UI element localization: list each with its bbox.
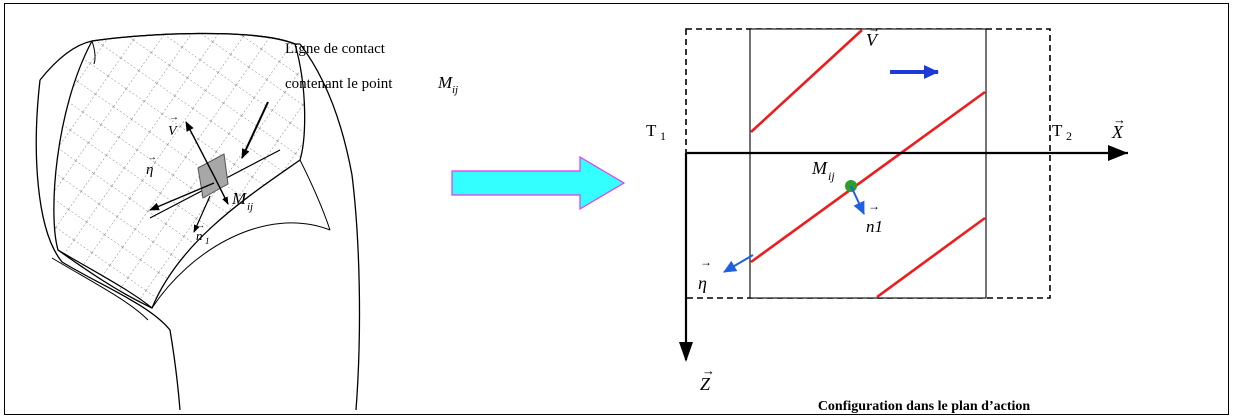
tooth-outline-right xyxy=(299,43,361,411)
svg-text:→: → xyxy=(169,112,179,123)
caption: Configuration dans le plan d’action xyxy=(818,399,1031,414)
left-point-sub: ij xyxy=(247,201,253,213)
contact-zone xyxy=(749,28,987,299)
svg-text:→: → xyxy=(147,152,157,163)
left-n-vector xyxy=(193,195,211,233)
callout-line2: contenant le point xyxy=(285,76,393,92)
svg-text:→: → xyxy=(868,199,880,213)
left-eta-label: η xyxy=(146,162,153,178)
transition-arrow xyxy=(451,155,626,211)
contact-line-1 xyxy=(750,29,863,133)
left-v-vector xyxy=(185,121,215,177)
left-n-sub: 1 xyxy=(205,236,210,246)
left-eta-vector xyxy=(149,182,215,211)
point-sub: ij xyxy=(828,169,835,183)
z-axis-label: Z xyxy=(700,374,711,394)
left-n-label: n xyxy=(196,228,203,243)
eta-vector xyxy=(723,254,754,273)
svg-text:→: → xyxy=(700,255,712,269)
callout-line1: Ligne de contact xyxy=(285,41,386,57)
svg-text:→: → xyxy=(196,220,205,230)
x-axis-label: X xyxy=(1111,122,1124,142)
t2-sub: 2 xyxy=(1066,129,1072,143)
point-label: M xyxy=(811,158,828,178)
n1-vector xyxy=(850,185,865,215)
t1-label: T xyxy=(646,121,657,140)
tooth-flank xyxy=(53,32,306,309)
contact-line-2 xyxy=(750,90,986,264)
action-plane-diagram: T 1 T 2 → X → Z → V M ij → n1 → η Config… xyxy=(646,21,1128,414)
figure-frame xyxy=(4,3,1229,415)
tooth-outline xyxy=(35,79,181,411)
n1-label: n1 xyxy=(866,217,883,236)
eta-label: η xyxy=(698,273,707,293)
t2-label: T xyxy=(1052,121,1063,140)
callout-point-label: M xyxy=(437,73,453,92)
left-v-label: V xyxy=(168,124,178,139)
svg-text:→: → xyxy=(702,363,715,378)
contact-line-3 xyxy=(876,216,986,299)
svg-text:→: → xyxy=(1113,112,1126,127)
t1-sub: 1 xyxy=(660,129,666,143)
v-label: V xyxy=(866,30,879,50)
gear-tooth-sketch: Ligne de contact contenant le point M ij… xyxy=(35,32,458,411)
callout-point-sub: ij xyxy=(452,84,458,96)
left-point-label: M xyxy=(231,189,247,208)
svg-text:→: → xyxy=(868,21,880,35)
callout-arrow xyxy=(241,101,269,159)
